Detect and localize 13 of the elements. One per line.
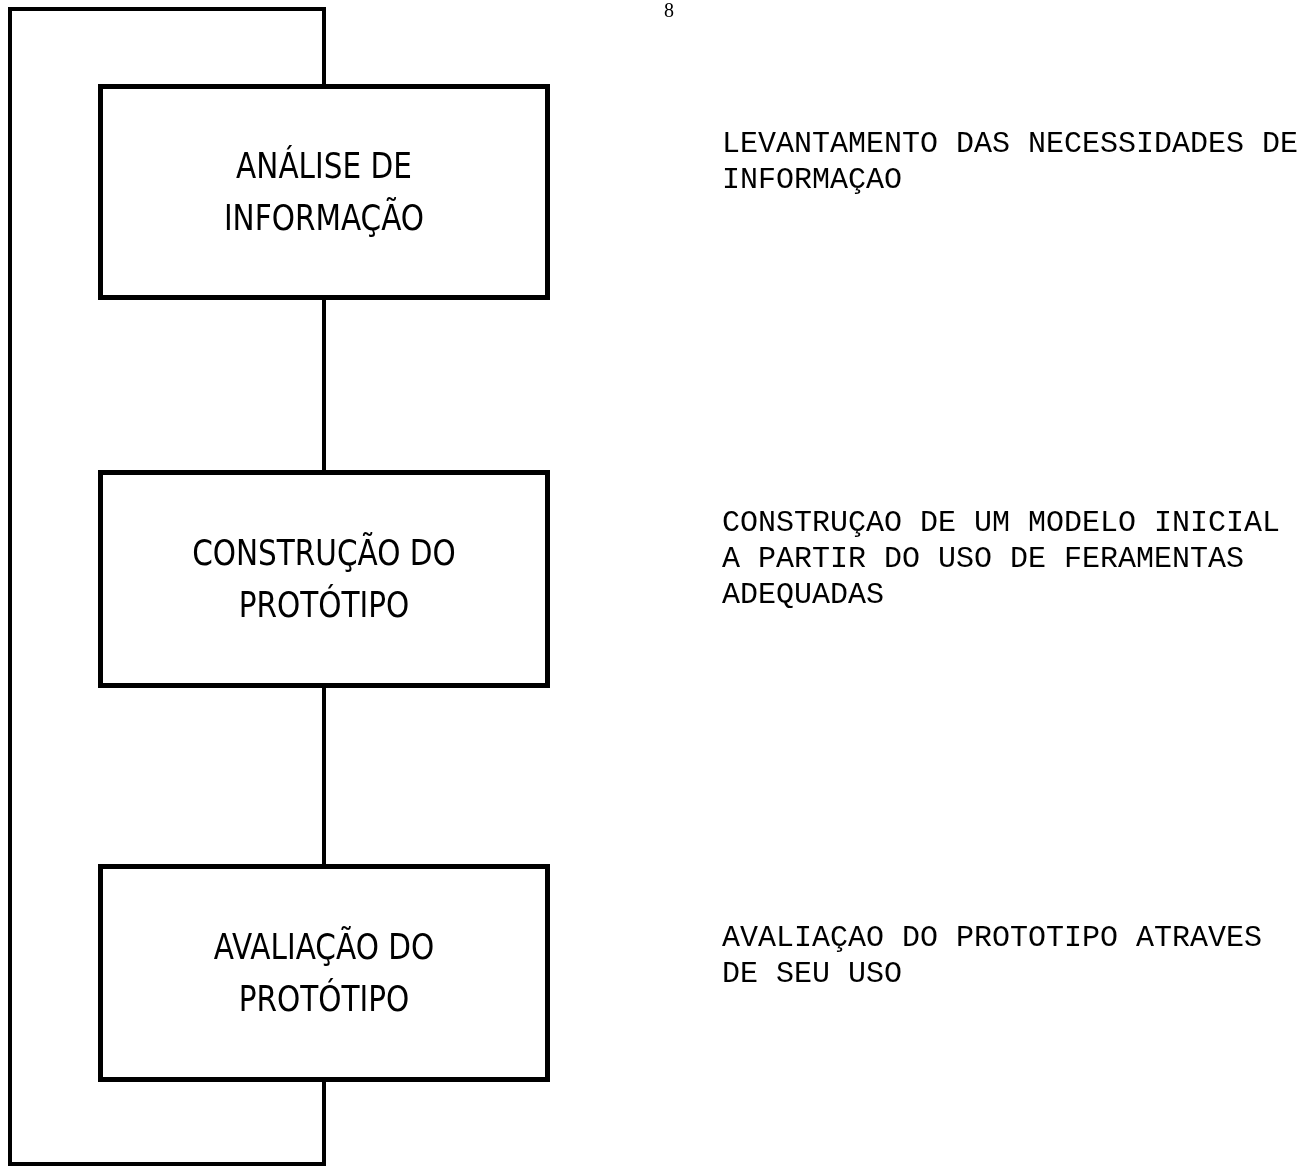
step-title: ANÁLISE DE INFORMAÇÃO bbox=[222, 143, 426, 240]
step-description: AVALIAÇAO DO PROTOTIPO ATRAVES DE SEU USO bbox=[722, 920, 1264, 992]
connector-line bbox=[8, 7, 326, 1166]
step-description: CONSTRUÇAO DE UM MODELO INICIAL A PARTIR DO USO DE FERAMENTAS ADEQUADAS bbox=[722, 505, 1282, 613]
step-title: AVALIAÇÃO DO PROTÓTIPO bbox=[212, 924, 436, 1021]
step-title: CONSTRUÇÃO DO PROTÓTIPO bbox=[191, 530, 457, 627]
connector-line bbox=[322, 300, 326, 470]
process-box bbox=[98, 864, 550, 1082]
process-box bbox=[98, 84, 550, 300]
connector-line bbox=[322, 688, 326, 864]
page-number: 8 bbox=[664, 0, 674, 20]
process-box bbox=[98, 470, 550, 688]
step-description: LEVANTAMENTO DAS NECESSIDADES DE INFORMAÇAO bbox=[722, 126, 1300, 198]
